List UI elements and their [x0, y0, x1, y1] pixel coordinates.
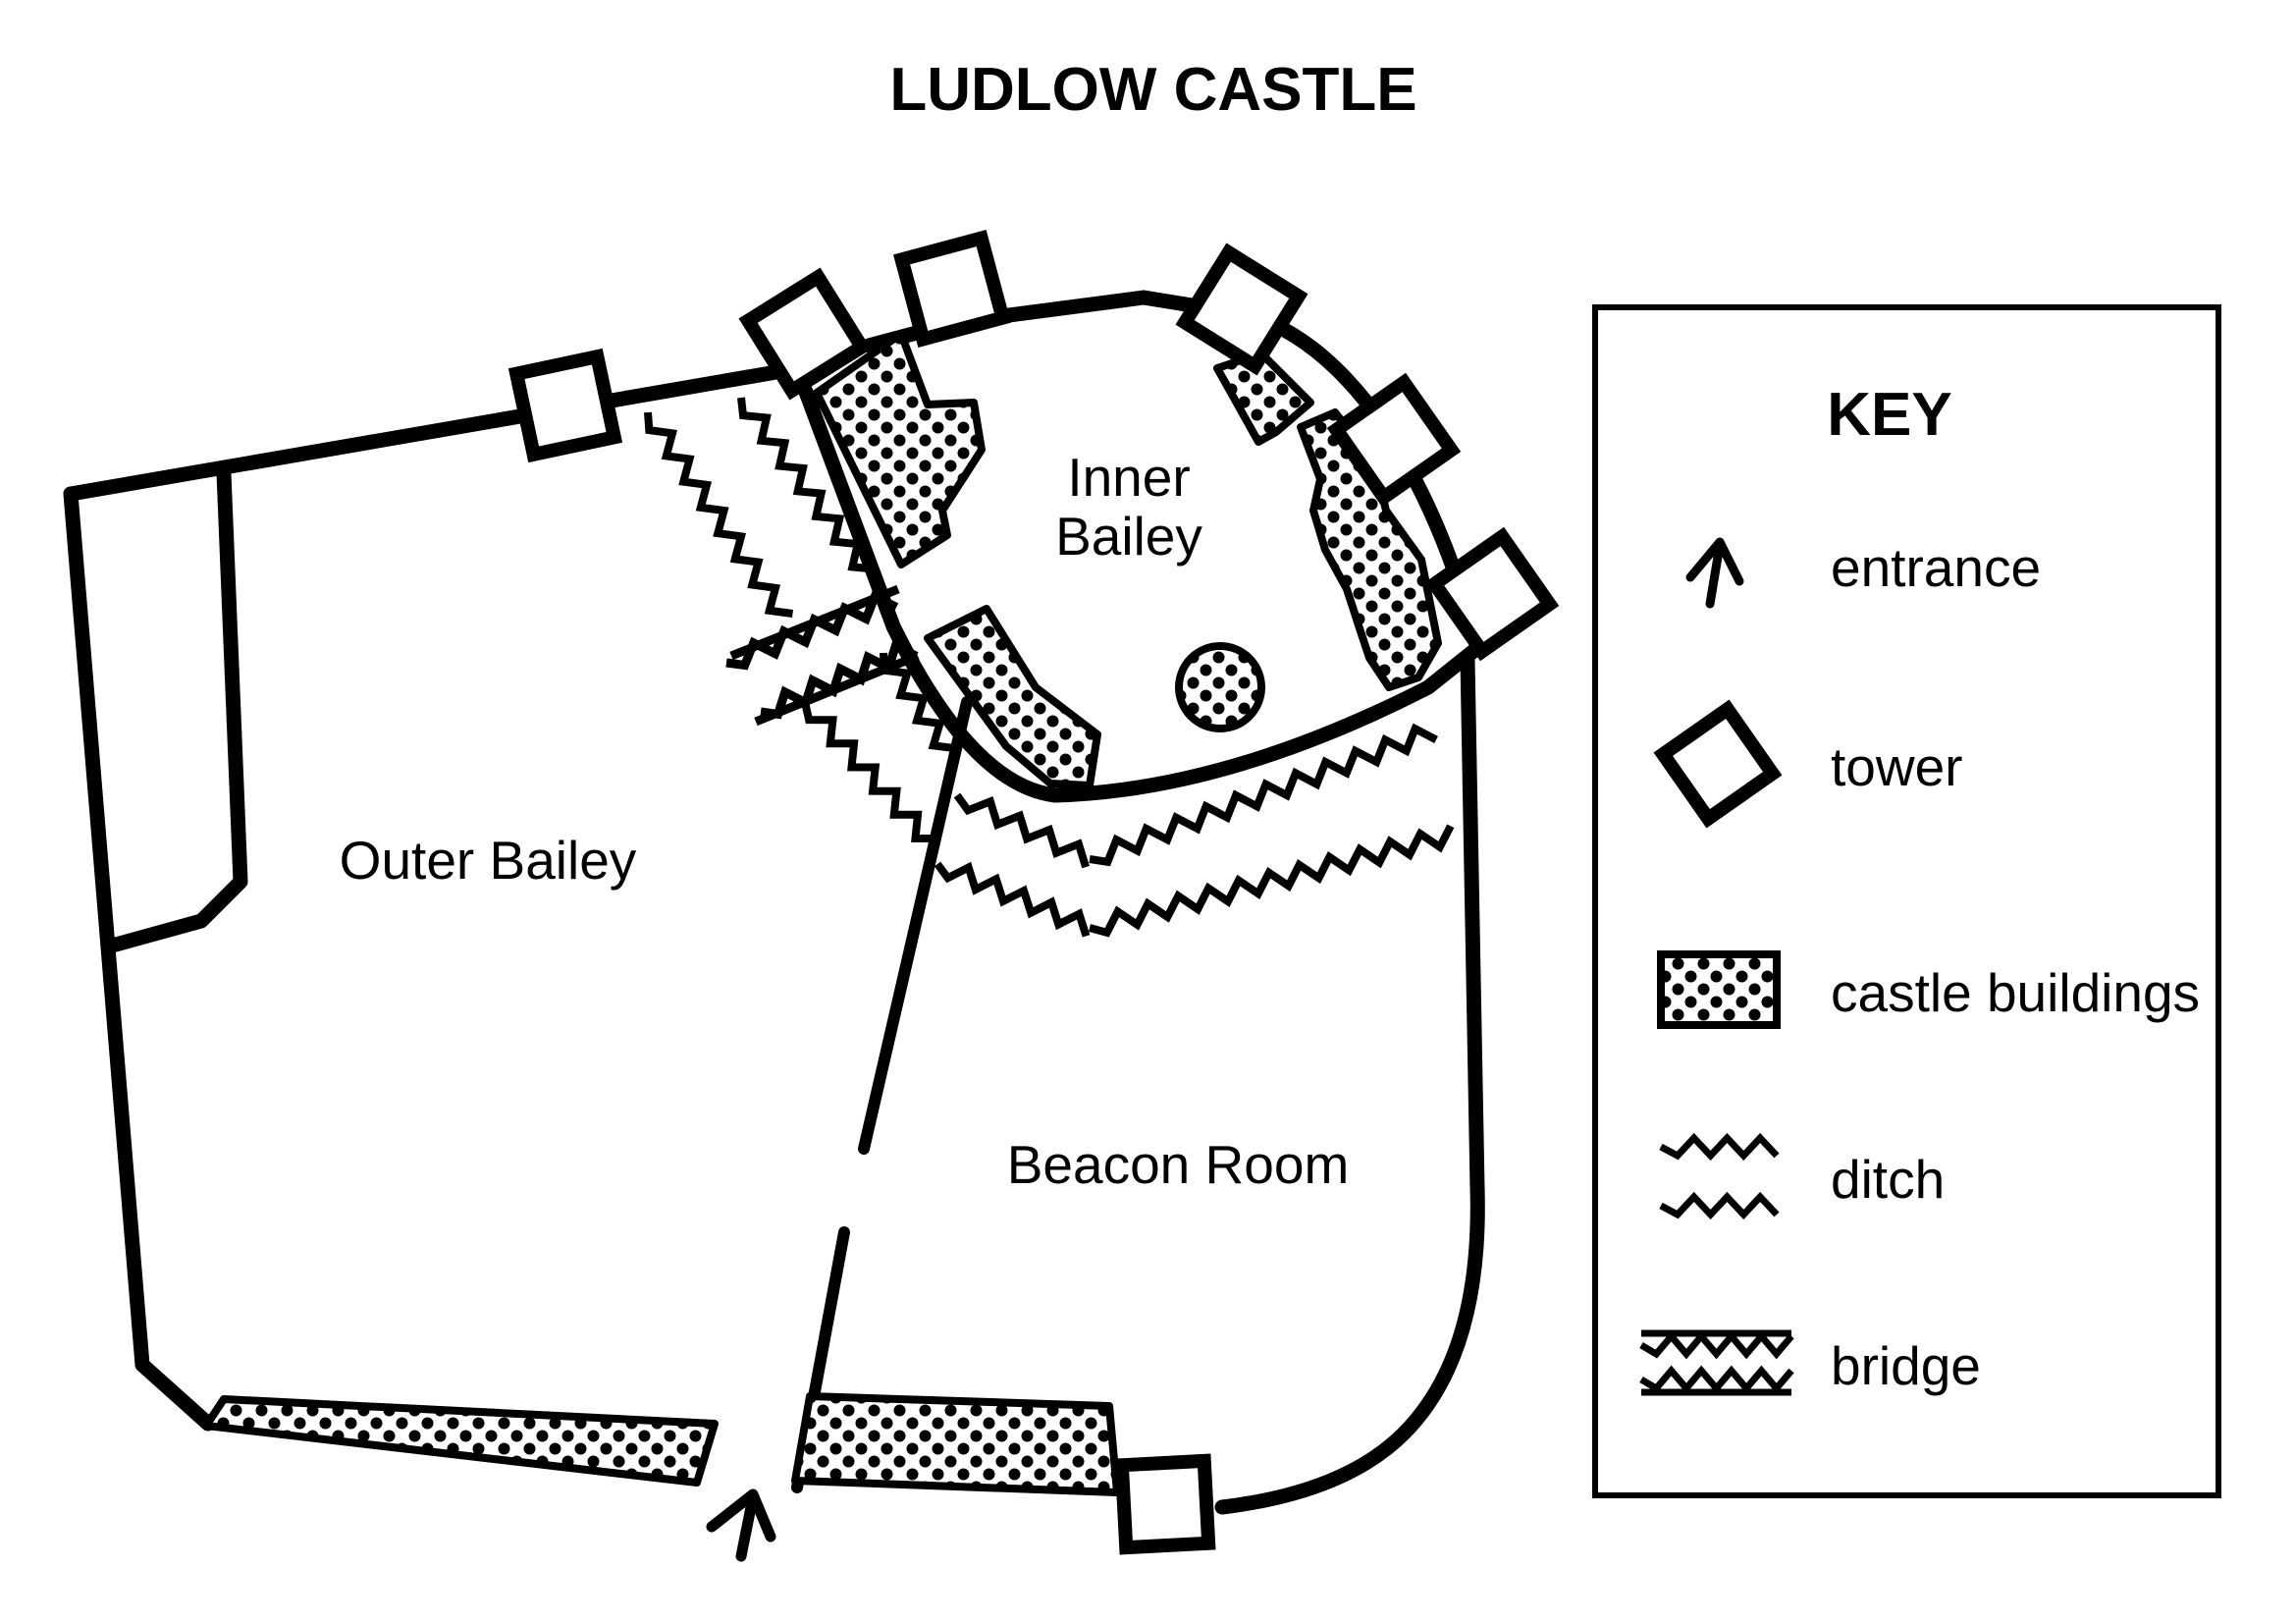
- tower: [1326, 372, 1462, 508]
- castle-building: [202, 1395, 719, 1487]
- key-label-bridge: bridge: [1831, 1335, 1981, 1396]
- map-key: KEY entrance tower castle buildings ditc…: [1592, 304, 2221, 1498]
- beacon-room-wall: [1214, 652, 1485, 1515]
- ditch-line: [934, 861, 1091, 938]
- key-bridge-icon: [1639, 1329, 1794, 1396]
- key-label-entrance: entrance: [1831, 537, 2041, 598]
- key-bridge-zigzag: [1639, 1330, 1794, 1360]
- castle-building: [1213, 350, 1314, 446]
- castle-building: [791, 1392, 1121, 1496]
- key-tower-icon: [1653, 699, 1783, 829]
- tower: [892, 229, 1012, 349]
- ditch-line: [1089, 723, 1438, 867]
- key-castle-buildings-icon: [1657, 950, 1781, 1029]
- tower: [738, 267, 872, 401]
- key-title: KEY: [1827, 381, 1951, 449]
- castle-building: [924, 605, 1101, 789]
- key-bridge-zigzag: [1639, 1365, 1794, 1394]
- key-label-ditch: ditch: [1831, 1149, 1945, 1210]
- key-ditch-zigzag: [1659, 1132, 1780, 1162]
- castle-buildings: [202, 330, 1442, 1496]
- ditch-line: [737, 397, 877, 573]
- bridge-straight-edge: [754, 651, 920, 727]
- ditch-line: [880, 652, 962, 773]
- entrance-arrow-icon: [706, 1488, 776, 1562]
- bridge-zigzag-edge: [760, 639, 919, 720]
- key-label-tower: tower: [1831, 736, 1963, 797]
- inner-bailey-label: Bailey: [1055, 506, 1202, 567]
- key-entrance-icon: [1685, 537, 1744, 609]
- beacon-room-label: Beacon Room: [1007, 1134, 1350, 1195]
- ditch-line: [644, 411, 794, 618]
- key-ditch-zigzag: [1659, 1191, 1780, 1220]
- outer-bailey-label: Outer Bailey: [340, 830, 637, 891]
- key-ditch-icon: [1659, 1132, 1780, 1220]
- castle-building: [813, 330, 986, 568]
- ditch-line: [953, 792, 1090, 869]
- tower: [1424, 526, 1560, 662]
- tower: [1114, 1453, 1216, 1555]
- bridge-straight-edge: [729, 584, 900, 661]
- ditches: [644, 397, 1455, 938]
- map-title: LUDLOW CASTLE: [889, 56, 1416, 124]
- outer-bailey-wall: [63, 360, 803, 1432]
- well-building: [1175, 642, 1265, 732]
- bridge: [725, 584, 920, 727]
- key-border: [1592, 304, 2221, 1498]
- key-label-castle-buildings: castle buildings: [1831, 962, 2200, 1023]
- inner-bailey-label: Inner: [1067, 447, 1190, 508]
- tower: [507, 348, 623, 463]
- towers: [507, 229, 1560, 1555]
- inner-bailey-wall: [789, 290, 1485, 803]
- ditch-line: [1088, 824, 1455, 938]
- ditch-line: [801, 701, 939, 842]
- tower: [1175, 243, 1308, 376]
- dividing-wall: [791, 696, 973, 1493]
